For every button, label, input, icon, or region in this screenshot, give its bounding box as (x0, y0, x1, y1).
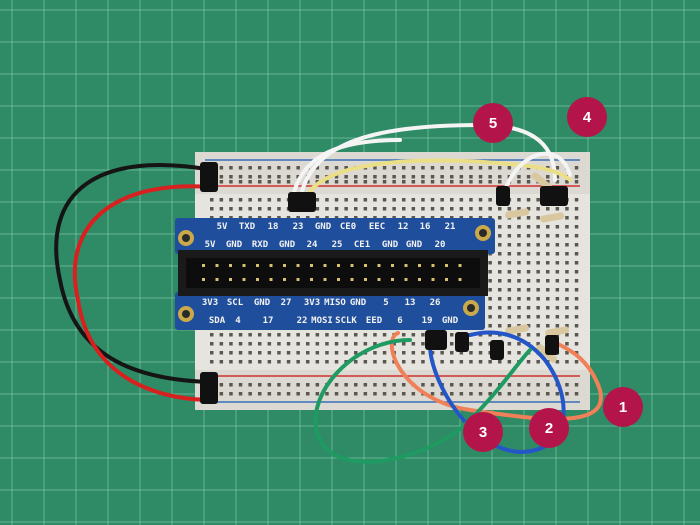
wire-end (200, 162, 218, 192)
pin-label: 13 (405, 298, 416, 308)
pin-label: EED (366, 316, 383, 326)
wire-end (540, 186, 568, 206)
pin-label: MISO (324, 298, 346, 308)
pin-label: 12 (398, 222, 409, 232)
marker-1: 1 (603, 387, 643, 427)
white-wire-2 (290, 138, 402, 202)
pin-label: GND (350, 298, 367, 308)
wire-end (288, 192, 316, 212)
pin-label: 19 (422, 316, 433, 326)
pin-label: GND (382, 240, 399, 250)
green-wire (313, 338, 532, 464)
pin-label: 16 (420, 222, 431, 232)
pin-label: RXD (252, 240, 269, 250)
wire-end (200, 372, 218, 404)
marker-5: 5 (473, 103, 513, 143)
wire-end (545, 335, 559, 355)
pin-label: 5V (217, 222, 228, 232)
pin-label: 21 (445, 222, 456, 232)
pin-label: 3V3 (304, 298, 320, 308)
pin-label: 17 (263, 316, 274, 326)
pin-label: 24 (307, 240, 318, 250)
pin-label: CE1 (354, 240, 370, 250)
pin-label: 5V (205, 240, 216, 250)
pin-label: 26 (430, 298, 441, 308)
pin-label: GND (226, 240, 243, 250)
pin-label: GND (315, 222, 332, 232)
pin-label: 25 (332, 240, 343, 250)
pin-label: TXD (239, 222, 256, 232)
white-wire-3 (503, 151, 572, 192)
marker-4: 4 (567, 97, 607, 137)
marker-number: 3 (479, 424, 487, 441)
pin-label: SDA (209, 316, 226, 326)
marker-number: 4 (583, 109, 592, 126)
pin-label: 3V3 (202, 298, 218, 308)
pin-label: GND (406, 240, 423, 250)
white-wire (298, 122, 557, 202)
red-wire-left (72, 184, 214, 402)
marker-2: 2 (529, 408, 569, 448)
pin-label: GND (279, 240, 296, 250)
pin-label: SCLK (335, 316, 357, 326)
pin-label: GND (254, 298, 271, 308)
jumper-wires (54, 122, 603, 464)
pin-label: EEC (369, 222, 385, 232)
black-wire-left (54, 162, 214, 384)
pin-label: 22 (297, 316, 308, 326)
pin-label: 20 (435, 240, 446, 250)
marker-number: 1 (619, 399, 627, 416)
pin-label: 4 (235, 316, 241, 326)
pin-label: 5 (383, 298, 388, 308)
callout-markers: 1 2 3 4 5 (463, 97, 643, 452)
marker-3: 3 (463, 412, 503, 452)
wire-end (455, 332, 469, 352)
wire-end (496, 186, 510, 206)
marker-number: 5 (489, 115, 497, 132)
pin-label: GND (442, 316, 459, 326)
wire-end (490, 340, 504, 360)
marker-number: 2 (545, 420, 553, 437)
pin-label: 6 (397, 316, 402, 326)
pin-label: SCL (227, 298, 244, 308)
pin-label: MOSI (311, 316, 333, 326)
pin-label: 18 (268, 222, 279, 232)
pin-label: 27 (281, 298, 292, 308)
pin-label: 23 (293, 222, 304, 232)
wire-end (425, 330, 447, 350)
yellow-wire (303, 158, 572, 202)
pin-label: CE0 (340, 222, 356, 232)
